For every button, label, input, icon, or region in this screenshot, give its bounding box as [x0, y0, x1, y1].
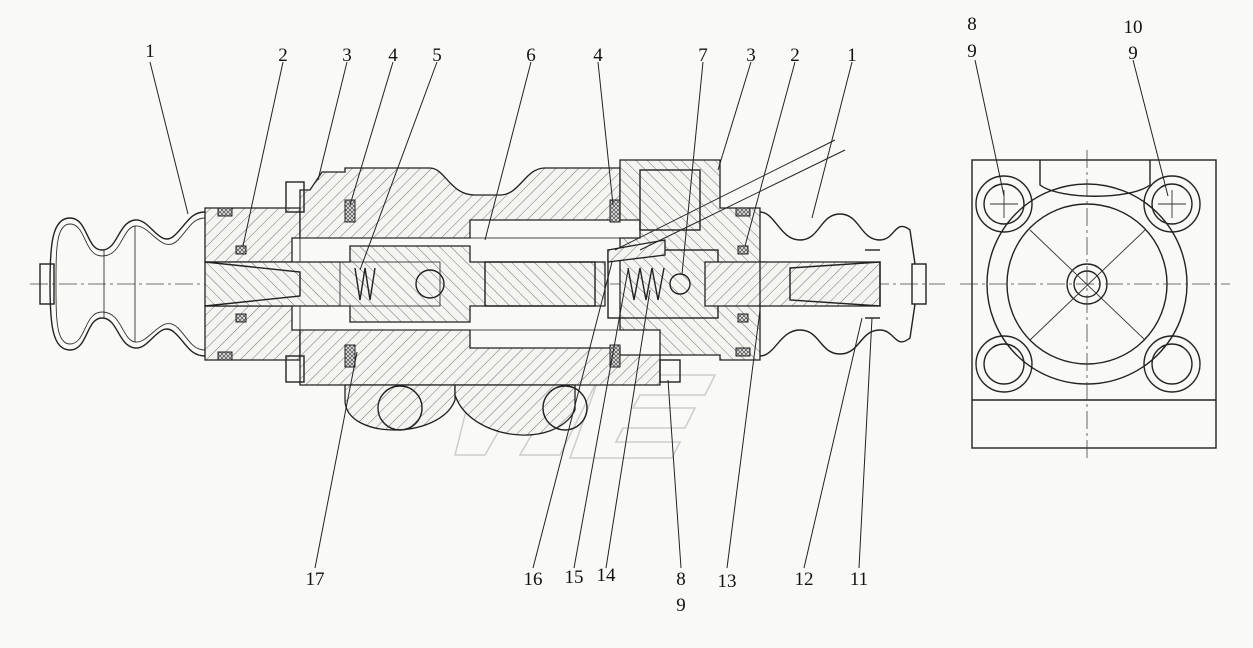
callout-8-bottom: 8	[676, 569, 686, 590]
callout-10: 10	[1123, 17, 1143, 38]
callout-11: 11	[849, 569, 869, 590]
callout-8-top: 8	[967, 14, 977, 35]
callout-17: 17	[305, 569, 325, 590]
valve-spring	[627, 267, 665, 301]
mounting-lug	[344, 384, 456, 431]
callout-1-left: 1	[145, 41, 155, 62]
leader-lines	[149, 59, 1169, 569]
callout-15: 15	[564, 567, 584, 588]
callout-7: 7	[698, 45, 708, 66]
left-boot	[49, 211, 206, 357]
callout-16: 16	[523, 569, 543, 590]
callout-3-left: 3	[342, 45, 352, 66]
callout-2-right: 2	[790, 45, 800, 66]
callout-4-right: 4	[593, 45, 603, 66]
callout-1-right: 1	[847, 45, 857, 66]
callout-14: 14	[596, 565, 616, 586]
callout-12: 12	[794, 569, 814, 590]
callout-13: 13	[717, 571, 737, 592]
callout-9-top-right: 9	[1128, 43, 1138, 64]
callout-2-left: 2	[278, 45, 288, 66]
return-spring	[354, 267, 376, 301]
callout-6: 6	[526, 45, 536, 66]
right-boot	[759, 211, 916, 357]
cylinder-housing	[299, 167, 621, 239]
callout-4-left: 4	[388, 45, 398, 66]
callout-9-bottom: 9	[676, 595, 686, 616]
end-view	[960, 150, 1230, 460]
push-rod	[759, 261, 881, 307]
callout-5: 5	[432, 45, 442, 66]
callout-9-top: 9	[967, 41, 977, 62]
callout-3-right: 3	[746, 45, 756, 66]
